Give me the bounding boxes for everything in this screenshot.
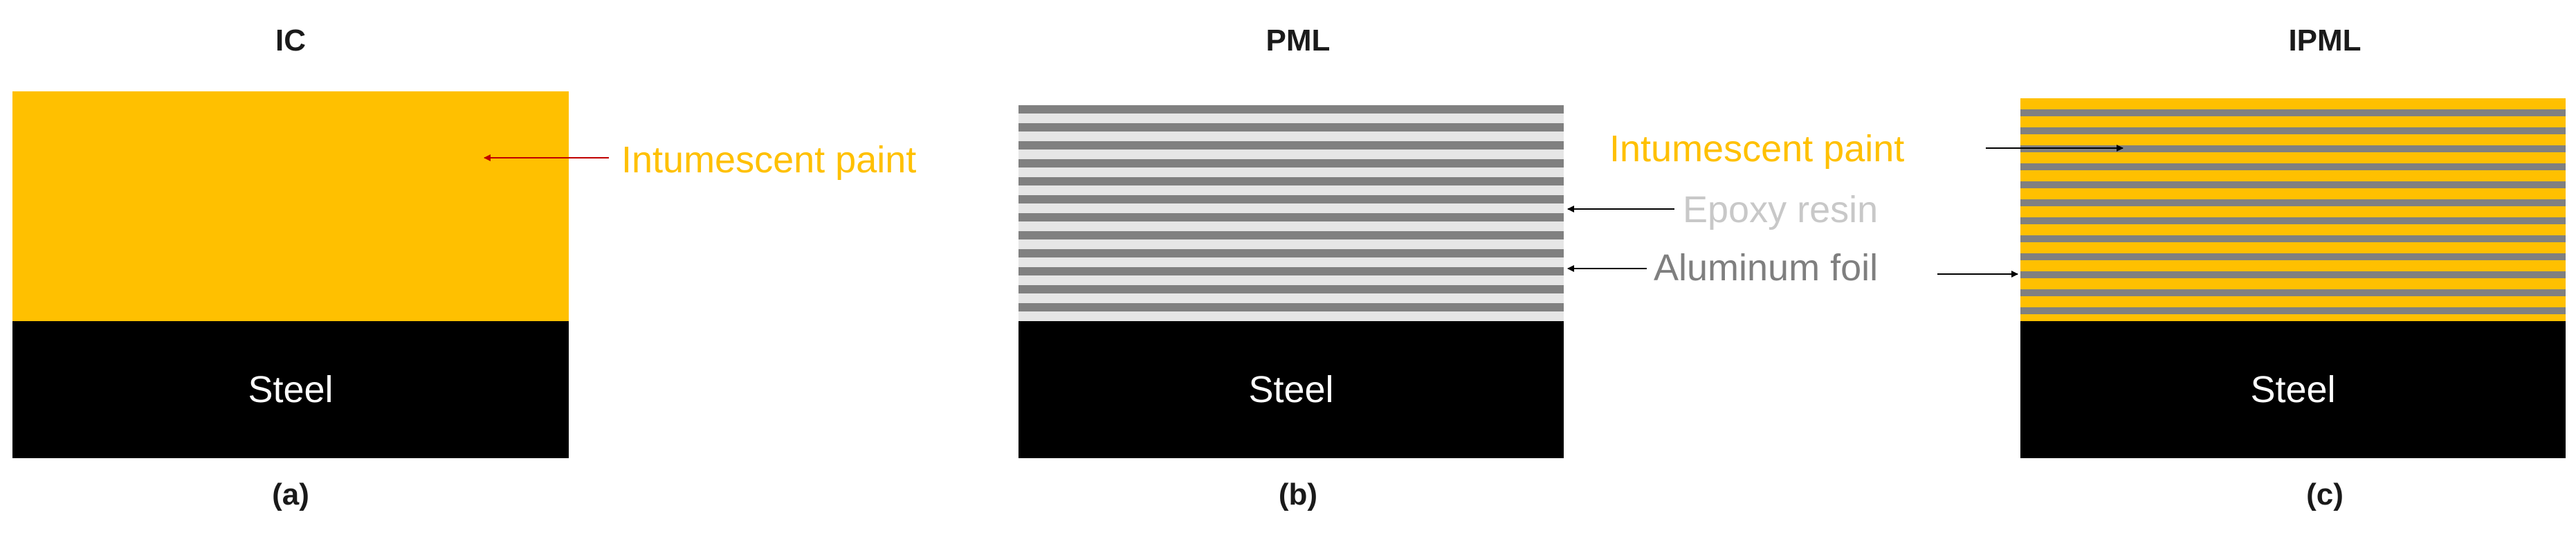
panel-a-steel: Steel (12, 321, 569, 458)
panel-c-layers (2020, 98, 2566, 321)
panel-b-title: PML (1266, 24, 1331, 57)
panel-c-title: IPML (2288, 24, 2362, 57)
label-intumescent-paint-a: Intumescent paint (621, 139, 917, 181)
panel-a-intumescent-layer (12, 91, 569, 321)
panel-a-caption: (a) (272, 478, 309, 511)
label-epoxy-resin: Epoxy resin (1683, 189, 1879, 230)
panel-c-caption: (c) (2306, 478, 2344, 511)
panel-a-title: IC (275, 24, 306, 57)
panel-b-steel: Steel (1018, 321, 1564, 458)
label-intumescent-paint-c: Intumescent paint (1609, 128, 1905, 170)
panel-b-layers (1018, 105, 1564, 321)
panel-c-steel: Steel (2020, 321, 2566, 458)
panel-b-caption: (b) (1278, 478, 1318, 511)
label-aluminum-foil: Aluminum foil (1654, 247, 1879, 289)
